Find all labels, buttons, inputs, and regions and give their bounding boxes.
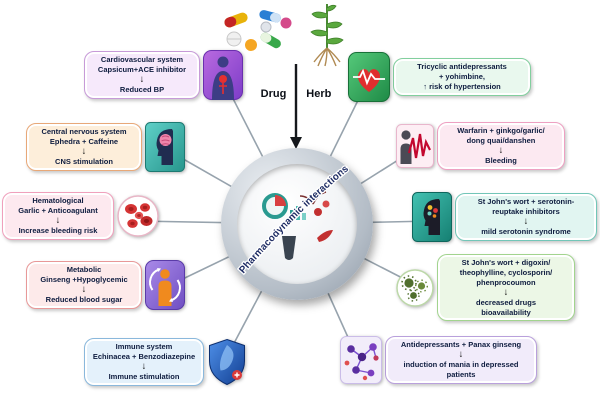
node-tricyclic: Tricyclic antidepressants + yohimbine, ↑… <box>348 52 531 102</box>
node-result: ↑ risk of hypertension <box>423 81 501 91</box>
patient-waveform-icon <box>396 123 434 168</box>
node-text: Immune system Echinacea + Benzodiazepine <box>92 342 196 362</box>
pills-icon <box>216 5 296 55</box>
node-result: CNS stimulation <box>55 156 113 166</box>
down-arrow: ↓ <box>55 214 61 226</box>
node-text: St John's wort + serotonin- reuptake inh… <box>477 197 575 217</box>
node-box: Central nervous system Ephedra + Caffein… <box>26 123 142 171</box>
node-text: Metabolic Ginseng +Hypoglycemic <box>40 265 128 285</box>
node-result: induction of mania in depressed patients <box>403 360 519 379</box>
node-cns: Central nervous system Ephedra + Caffein… <box>26 122 185 172</box>
node-box: St John's wort + digoxin/ theophylline, … <box>437 254 575 322</box>
node-immune: Immune system Echinacea + Benzodiazepine… <box>84 338 247 386</box>
central-hub: Pharmacodynamic interactions <box>221 148 373 300</box>
node-metabolic: Metabolic Ginseng +Hypoglycemic ↓ Reduce… <box>26 260 185 310</box>
node-stjohns-digoxin: St John's wort + digoxin/ theophylline, … <box>396 254 575 322</box>
blood-cells-icon <box>117 195 159 237</box>
node-result: Reduced blood sugar <box>45 294 123 304</box>
node-cardiovascular: Cardiovascular system Capsicum+ACE inhib… <box>84 50 243 100</box>
node-text: Central nervous system Ephedra + Caffein… <box>41 127 127 147</box>
node-box: St John's wort + serotonin- reuptake inh… <box>455 193 597 241</box>
body-heart-icon <box>203 50 243 100</box>
node-box: Immune system Echinacea + Benzodiazepine… <box>84 338 204 386</box>
node-box: Hematological Garlic + Anticoagulant ↓ I… <box>2 192 114 240</box>
node-text: St John's wort + digoxin/ theophylline, … <box>459 258 553 287</box>
down-arrow: ↓ <box>81 145 87 157</box>
herb-plant-icon <box>300 0 354 72</box>
node-antidepressants: Antidepressants + Panax ginseng ↓ induct… <box>340 336 537 384</box>
down-arrow: ↓ <box>139 73 145 85</box>
molecule-icon <box>340 336 382 384</box>
node-box: Metabolic Ginseng +Hypoglycemic ↓ Reduce… <box>26 261 142 309</box>
node-text: Hematological Garlic + Anticoagulant <box>18 196 98 215</box>
down-arrow: ↓ <box>498 144 504 156</box>
node-result: Increase bleeding risk <box>18 225 98 235</box>
node-hematological: Hematological Garlic + Anticoagulant ↓ I… <box>2 192 159 240</box>
center-title-text: Pharmacodynamic interactions <box>236 162 352 277</box>
node-result: decreased drugs bioavailability <box>475 297 537 317</box>
node-box: Tricyclic antidepressants + yohimbine, ↑… <box>393 58 531 96</box>
down-arrow: ↓ <box>503 286 509 298</box>
head-brain-icon <box>145 122 185 172</box>
microbe-icon <box>396 268 434 307</box>
node-result: Immune stimulation <box>108 371 180 381</box>
node-text: Tricyclic antidepressants + yohimbine, <box>417 62 507 82</box>
node-box: Cardiovascular system Capsicum+ACE inhib… <box>84 51 200 99</box>
svg-text:Pharmacodynamic interactions: Pharmacodynamic interactions <box>237 163 351 276</box>
metabolism-icon <box>145 260 185 310</box>
node-result: mild serotonin syndrome <box>481 226 571 236</box>
center-title: Pharmacodynamic interactions <box>236 162 352 277</box>
node-stjohns-ssri: St John's wort + serotonin- reuptake inh… <box>412 192 597 242</box>
node-warfarin: Warfarin + ginkgo/garlic/ dong quai/dans… <box>396 122 565 170</box>
shield-icon <box>207 338 247 386</box>
down-arrow: ↓ <box>141 360 147 372</box>
node-box: Antidepressants + Panax ginseng ↓ induct… <box>385 336 537 384</box>
node-text: Warfarin + ginkgo/garlic/ dong quai/dans… <box>457 126 545 145</box>
drug-herb-labels: Drug Herb <box>226 88 366 100</box>
down-arrow: ↓ <box>523 215 529 227</box>
node-text: Cardiovascular system Capsicum+ACE inhib… <box>97 55 187 75</box>
lab-chart-plant-icon <box>262 191 333 260</box>
node-result: Bleeding <box>485 155 517 165</box>
down-arrow: ↓ <box>458 349 464 361</box>
down-arrow: ↓ <box>81 283 87 295</box>
central-hub-inner <box>237 164 357 284</box>
herb-label: Herb <box>306 88 332 100</box>
head-serotonin-icon <box>412 192 452 242</box>
node-text: Antidepressants + Panax ginseng <box>400 340 522 350</box>
node-box: Warfarin + ginkgo/garlic/ dong quai/dans… <box>437 122 565 170</box>
drug-label: Drug <box>260 88 287 100</box>
down-arrowhead <box>290 137 302 149</box>
heart-ecg-icon <box>348 52 390 102</box>
node-result: Reduced BP <box>119 84 165 94</box>
